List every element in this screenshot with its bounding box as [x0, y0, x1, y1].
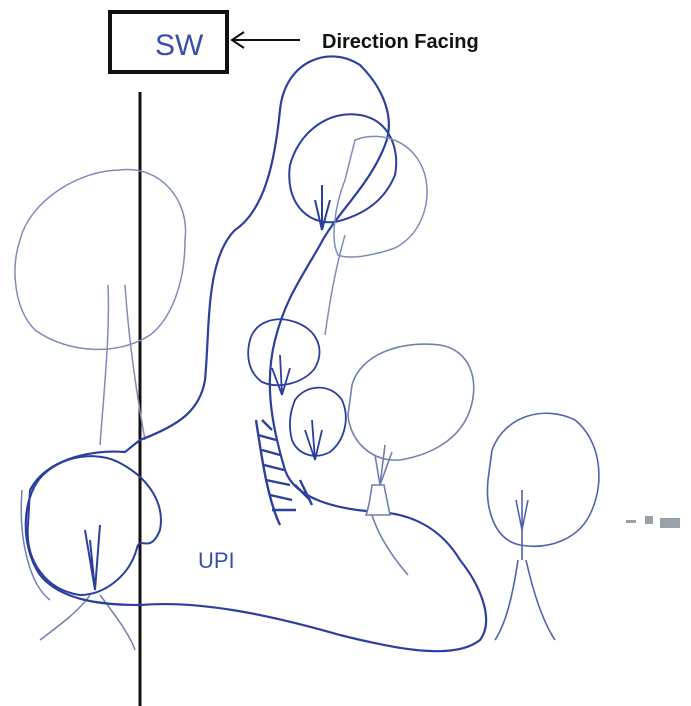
direction-facing-label: Direction Facing: [322, 31, 479, 53]
direction-box-text: SW: [155, 29, 204, 62]
region-label: UPI: [198, 548, 235, 573]
